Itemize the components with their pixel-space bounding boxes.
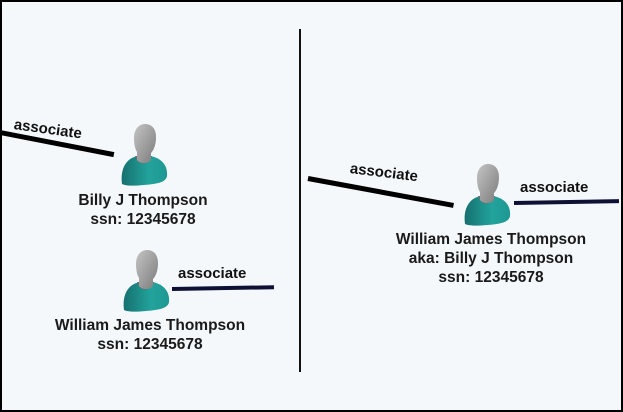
person-ssn: ssn: 12345678 bbox=[97, 336, 203, 353]
person-ssn: ssn: 12345678 bbox=[438, 269, 544, 286]
person-name: William James Thompson bbox=[395, 231, 587, 248]
person-node-label: Billy J Thompson ssn: 12345678 bbox=[78, 191, 207, 229]
panel-divider bbox=[299, 29, 301, 372]
associate-edge[interactable] bbox=[513, 199, 620, 205]
person-icon[interactable] bbox=[120, 250, 172, 312]
person-ssn: ssn: 12345678 bbox=[90, 211, 196, 228]
edge-label: associate bbox=[348, 160, 419, 186]
person-icon[interactable] bbox=[118, 124, 170, 186]
edge-label: associate bbox=[178, 265, 247, 282]
person-aka: aka: Billy J Thompson bbox=[408, 250, 574, 267]
associate-edge[interactable] bbox=[171, 285, 275, 291]
person-node-label: William James Thompson ssn: 12345678 bbox=[55, 316, 245, 354]
edge-label: associate bbox=[520, 179, 589, 196]
person-node-label: William James Thompson aka: Billy J Thom… bbox=[396, 230, 586, 287]
person-icon[interactable] bbox=[461, 164, 513, 226]
person-name: Billy J Thompson bbox=[78, 192, 208, 209]
person-name: William James Thompson bbox=[54, 317, 246, 334]
